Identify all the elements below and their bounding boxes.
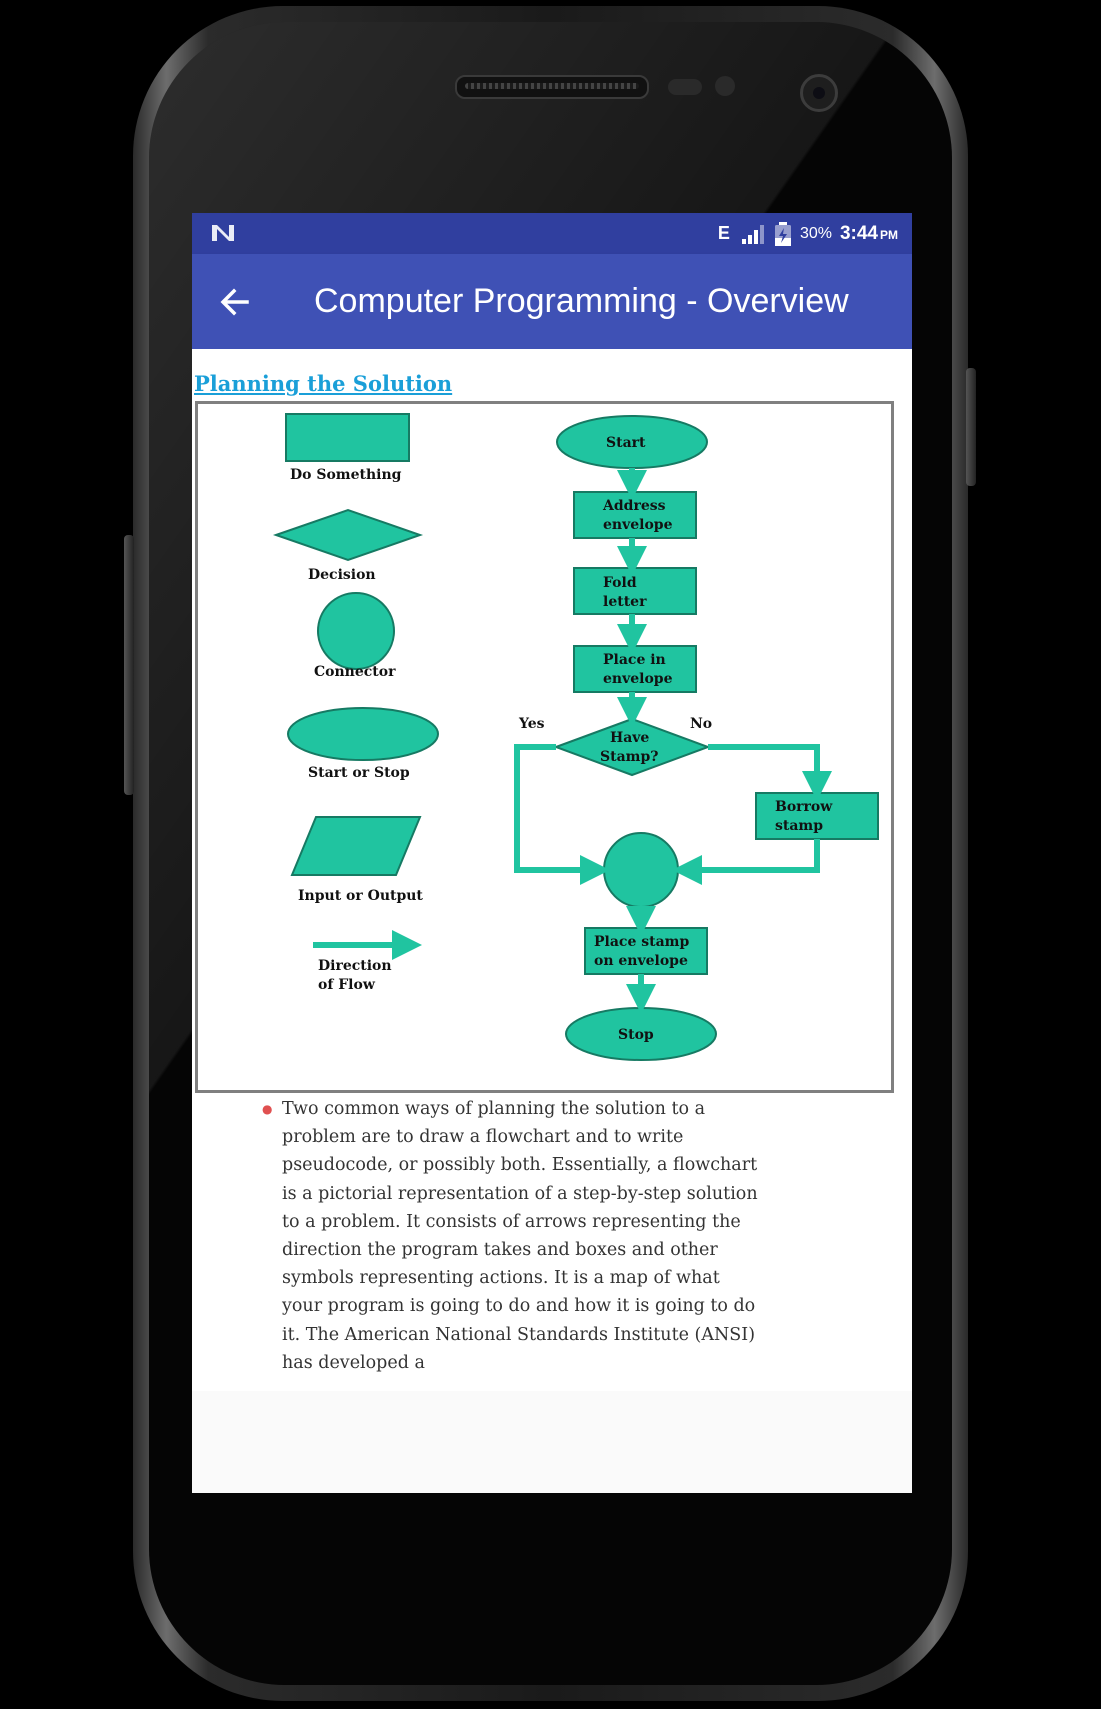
app-bar: Computer Programming - Overview: [192, 254, 912, 349]
label-fold-2: letter: [603, 594, 647, 610]
edge-yes: [514, 744, 610, 885]
back-arrow-icon[interactable]: [212, 279, 258, 325]
flowchart-image: Do Something Decision Connector Start or…: [195, 401, 894, 1093]
legend-label-direction-2: of Flow: [318, 977, 376, 993]
label-no: No: [690, 716, 712, 732]
power-button: [966, 368, 976, 486]
legend-terminal-shape: [287, 707, 439, 761]
signal-icon: [741, 224, 764, 244]
proximity-sensor: [668, 79, 702, 95]
have-stamp-node: [553, 717, 711, 777]
edge-borrow-connector: [672, 839, 820, 885]
edge-no: [708, 744, 832, 801]
label-have-1: Have: [610, 730, 649, 746]
label-address-2: envelope: [603, 517, 673, 533]
label-placestamp-1: Place stamp: [594, 934, 689, 950]
page-title: Computer Programming - Overview: [314, 282, 849, 320]
network-e-icon: E: [717, 223, 730, 243]
content-bottom-area: [192, 1391, 912, 1493]
label-yes: Yes: [518, 716, 545, 732]
legend-label-start-stop: Start or Stop: [308, 765, 410, 781]
legend-io-shape: [290, 816, 422, 876]
legend-label-direction-1: Direction: [318, 958, 392, 974]
bullet-icon: ●: [262, 1102, 273, 1116]
earpiece-speaker: [455, 75, 649, 99]
label-borrow-1: Borrow: [775, 799, 833, 815]
section-link-planning[interactable]: Planning the Solution: [194, 371, 453, 396]
label-place-1: Place in: [603, 652, 666, 668]
label-start: Start: [606, 435, 646, 451]
flowchart-svg: Do Something Decision Connector Start or…: [272, 413, 879, 1061]
label-borrow-2: stamp: [775, 818, 823, 834]
battery-percent: 30%: [799, 224, 832, 242]
legend-connector-shape: [317, 592, 395, 670]
light-sensor: [715, 76, 735, 96]
legend-process-shape: [285, 413, 410, 462]
place-node: [573, 645, 697, 693]
front-camera: [800, 74, 838, 112]
label-address-1: Address: [602, 498, 666, 514]
legend-label-do-something: Do Something: [290, 467, 402, 483]
volume-button: [124, 535, 134, 795]
legend-decision-shape: [272, 508, 424, 562]
label-stop: Stop: [618, 1027, 654, 1043]
article-content: Planning the Solution: [192, 349, 912, 1493]
label-place-2: envelope: [603, 671, 673, 687]
legend-label-connector: Connector: [314, 664, 396, 680]
body-text: ● Two common ways of planning the soluti…: [262, 1095, 762, 1377]
battery-charging-icon: [774, 221, 791, 246]
connector-node: [603, 832, 679, 908]
paragraph: Two common ways of planning the solution…: [282, 1099, 758, 1373]
notification-n-icon: [212, 225, 234, 241]
label-placestamp-2: on envelope: [594, 953, 688, 969]
label-fold-1: Fold: [603, 575, 637, 591]
legend-label-decision: Decision: [308, 567, 376, 583]
label-have-2: Stamp?: [600, 749, 658, 765]
legend-label-io: Input or Output: [298, 888, 423, 904]
